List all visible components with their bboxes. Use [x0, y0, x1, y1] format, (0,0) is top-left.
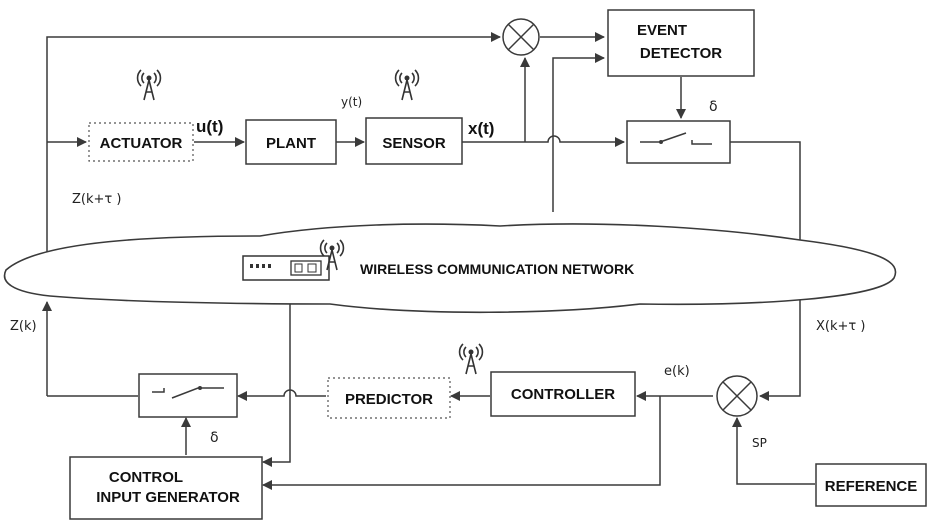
predictor-label: PREDICTOR: [345, 391, 433, 408]
antenna-icon: [136, 69, 162, 101]
wires: [42, 32, 815, 490]
signal-delta-bottom: δ: [210, 430, 219, 446]
actuator-block: ACTUATOR: [88, 122, 194, 162]
antenna-icon: [458, 343, 484, 375]
wire-predictor-switch: [237, 389, 326, 401]
network-label: WIRELESS COMMUNICATION NETWORK: [360, 261, 634, 277]
wire-reference-sum: [732, 417, 815, 485]
router-icon: [242, 255, 330, 281]
plant-label: PLANT: [266, 135, 316, 152]
predictor-block: PREDICTOR: [327, 377, 451, 419]
network-cloud: [3, 223, 897, 314]
control-input-label-1: CONTROL: [109, 469, 183, 486]
wireless-network: WIRELESS COMMUNICATION NETWORK: [3, 223, 897, 314]
wire-top-feedback: [46, 32, 501, 268]
top-switch: [626, 120, 731, 164]
sensor-block: SENSOR: [365, 117, 463, 165]
signal-x-t: x(t): [468, 119, 494, 138]
sum-junction-top: [502, 18, 540, 56]
signal-x-k-tau: X(k+τ ): [816, 319, 865, 334]
plant-block: PLANT: [245, 119, 337, 165]
sensor-label: SENSOR: [382, 135, 446, 152]
signal-z-k-tau: Z(k+τ ): [72, 192, 121, 207]
wire-network-sum-bottom: [759, 290, 801, 401]
signal-e-k: e(k): [664, 364, 690, 379]
event-detector-label-2: DETECTOR: [640, 45, 722, 62]
control-input-label-2: INPUT GENERATOR: [96, 489, 240, 506]
wire-router-cig: [262, 282, 291, 467]
sum-junction-bottom: [716, 375, 758, 417]
event-detector-label-1: EVENT: [637, 22, 687, 39]
signal-y-t: y(t): [341, 95, 362, 109]
wire-switch-network: [730, 141, 805, 251]
signal-sp: SP: [752, 436, 767, 450]
controller-block: CONTROLLER: [490, 371, 636, 417]
reference-block: REFERENCE: [815, 463, 927, 507]
signal-z-k: Z(k): [10, 319, 37, 334]
antenna-icon: [394, 69, 420, 101]
signal-delta-top: δ: [709, 99, 718, 115]
wire-sensor-switch: [462, 135, 625, 147]
reference-label: REFERENCE: [825, 478, 918, 495]
signal-u-t: u(t): [196, 117, 223, 136]
control-input-generator-block: CONTROL INPUT GENERATOR: [69, 456, 263, 520]
controller-label: CONTROLLER: [511, 386, 615, 403]
wire-network-event: [552, 53, 605, 212]
bottom-switch: [138, 373, 238, 418]
event-detector-block: EVENT DETECTOR: [607, 9, 755, 77]
actuator-label: ACTUATOR: [100, 135, 183, 152]
wire-controller-cig: [262, 396, 661, 490]
